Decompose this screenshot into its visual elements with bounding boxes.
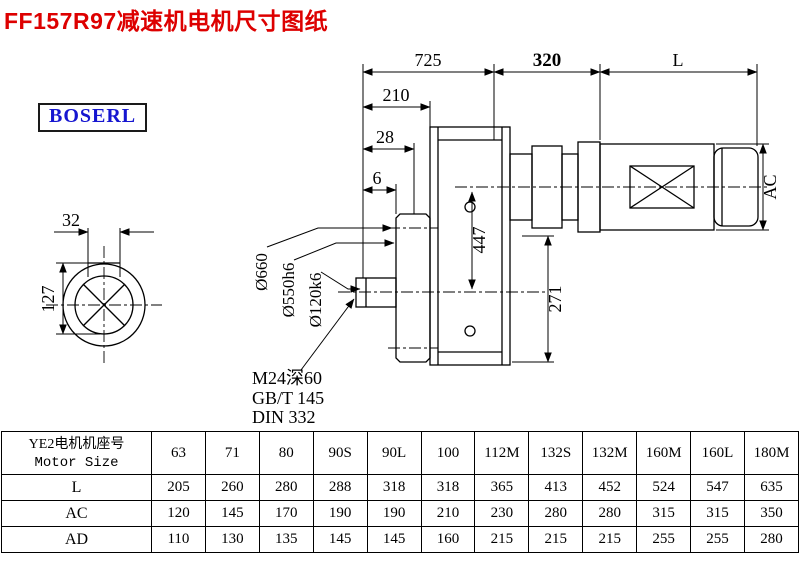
frame-size-cell: 90S — [312, 431, 368, 475]
shaft-end-view — [54, 228, 154, 347]
row-label: AC — [1, 500, 152, 527]
frame-size-cell: 160L — [690, 431, 745, 475]
value-cell: 205 — [151, 474, 206, 501]
table-row-AD: AD 110 130 135 145 145 160 215 215 215 2… — [1, 526, 800, 553]
value-cell: 280 — [528, 500, 584, 527]
frame-size-cell: 100 — [420, 431, 476, 475]
value-cell: 215 — [528, 526, 584, 553]
din-note-label: DIN 332 — [252, 407, 316, 427]
value-cell: 145 — [312, 526, 368, 553]
value-cell: 135 — [258, 526, 314, 553]
value-cell: 365 — [474, 474, 530, 501]
value-cell: 110 — [151, 526, 206, 553]
frame-size-cell: 160M — [636, 431, 692, 475]
value-cell: 280 — [582, 500, 638, 527]
value-cell: 215 — [474, 526, 530, 553]
frame-size-cell: 80 — [258, 431, 314, 475]
technical-drawing: 725 320 L 210 28 6 — [38, 50, 780, 427]
gearbox-side-view — [355, 126, 511, 366]
value-cell: 288 — [312, 474, 368, 501]
dim-L-label: L — [673, 50, 684, 70]
value-cell: 190 — [312, 500, 368, 527]
value-cell: 547 — [690, 474, 745, 501]
frame-size-cell: 132S — [528, 431, 584, 475]
value-cell: 318 — [420, 474, 476, 501]
dim-447-label: 447 — [469, 227, 489, 254]
value-cell: 255 — [690, 526, 745, 553]
value-cell: 524 — [636, 474, 692, 501]
dim-271-label: 271 — [545, 286, 565, 313]
dia-120-label: Ø120k6 — [306, 273, 325, 328]
brand-logo: BOSERL — [38, 103, 148, 132]
value-cell: 452 — [582, 474, 638, 501]
value-cell: 315 — [690, 500, 745, 527]
value-cell: 350 — [743, 500, 800, 527]
extension-lines — [362, 64, 758, 278]
motor-size-label-en: Motor Size — [34, 454, 119, 471]
value-cell: 215 — [582, 526, 638, 553]
table-row-AC: AC 120 145 170 190 190 210 230 280 280 3… — [1, 500, 800, 527]
value-cell: 190 — [366, 500, 422, 527]
value-cell: 255 — [636, 526, 692, 553]
dim-320-label: 320 — [533, 50, 562, 71]
dia-660-label: Ø660 — [252, 253, 271, 291]
vertical-dimensions — [468, 143, 769, 363]
motor-size-table: YE2电机机座号 Motor Size 63 71 80 90S 90L 100… — [1, 431, 800, 553]
row-label: AD — [1, 526, 152, 553]
row-label: L — [1, 474, 152, 501]
value-cell: 315 — [636, 500, 692, 527]
dim-6-label: 6 — [373, 168, 382, 188]
diameter-labels — [266, 224, 395, 293]
value-cell: 130 — [204, 526, 260, 553]
frame-size-cell: 112M — [474, 431, 530, 475]
dia-550-label: Ø550h6 — [279, 263, 298, 318]
dim-210-label: 210 — [383, 85, 410, 105]
value-cell: 120 — [151, 500, 206, 527]
value-cell: 160 — [420, 526, 476, 553]
flange-hole-centerlines — [388, 227, 438, 349]
table-row-L: L 205 260 280 288 318 318 365 413 452 52… — [1, 474, 800, 501]
motor-side-view — [509, 141, 759, 233]
motor-size-header-cell: YE2电机机座号 Motor Size — [1, 431, 152, 475]
gbt-note-label: GB/T 145 — [252, 388, 324, 408]
page-title: FF157R97减速机电机尺寸图纸 — [4, 8, 329, 34]
value-cell: 635 — [743, 474, 800, 501]
thread-note-label: M24深60 — [252, 368, 322, 388]
value-cell: 145 — [204, 500, 260, 527]
frame-size-cell: 180M — [743, 431, 800, 475]
value-cell: 318 — [366, 474, 422, 501]
horizontal-dimension-lines — [362, 68, 758, 194]
dim-32-label: 32 — [62, 210, 80, 230]
value-cell: 170 — [258, 500, 314, 527]
value-cell: 145 — [366, 526, 422, 553]
dim-127-label: 127 — [38, 286, 58, 313]
frame-size-cell: 63 — [151, 431, 206, 475]
shaft-end-notes — [300, 298, 355, 371]
value-cell: 230 — [474, 500, 530, 527]
frame-size-cell: 132M — [582, 431, 638, 475]
value-cell: 280 — [258, 474, 314, 501]
motor-size-label-cn: YE2电机机座号 — [28, 436, 125, 452]
value-cell: 413 — [528, 474, 584, 501]
dim-28-label: 28 — [376, 127, 394, 147]
value-cell: 210 — [420, 500, 476, 527]
table-header-row: YE2电机机座号 Motor Size 63 71 80 90S 90L 100… — [1, 431, 800, 475]
dim-725-label: 725 — [415, 50, 442, 70]
value-cell: 280 — [743, 526, 800, 553]
frame-size-cell: 90L — [366, 431, 422, 475]
frame-size-cell: 71 — [204, 431, 260, 475]
dim-AC-label: AC — [760, 174, 780, 199]
value-cell: 260 — [204, 474, 260, 501]
